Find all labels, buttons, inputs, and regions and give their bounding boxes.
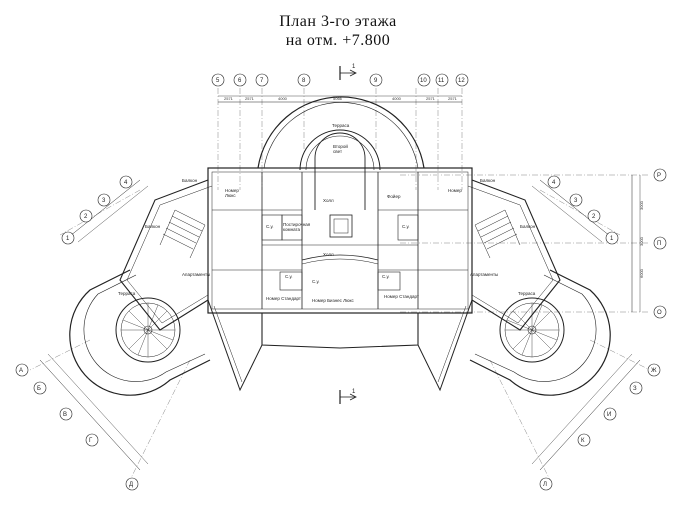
axis-marker: 1 (610, 236, 614, 242)
axis-marker: 4 (552, 180, 556, 186)
right-upper-axis-markers: 4 3 2 1 (547, 175, 619, 245)
axis-marker: 6 (238, 78, 242, 84)
axis-marker: З (633, 386, 637, 392)
axis-marker: 5 (216, 78, 220, 84)
dim-label: 6000 (639, 268, 644, 278)
axis-marker: 8 (302, 78, 306, 84)
axis-marker: 2 (84, 214, 88, 220)
bottom-right-axis-markers: Ж З И К Л (539, 363, 661, 491)
room-lux-center: Номер Бизнес Люкс (312, 298, 354, 303)
room-hall-upper: Холл (323, 198, 334, 203)
axis-marker: 7 (260, 78, 264, 84)
right-staircase (474, 209, 521, 259)
left-axis-markers: 4 3 2 1 (61, 175, 133, 245)
room-balcony-right: Балкон (480, 178, 496, 183)
bottom-left-axis-markers: А Б В Г Д (15, 363, 139, 491)
axis-marker: 11 (438, 78, 445, 84)
axis-marker: 10 (420, 78, 427, 84)
axis-marker: Д (129, 482, 133, 488)
room-standard-right: Номер Стандарт (384, 294, 419, 299)
room-wc: С.у. (382, 274, 390, 279)
axis-marker: 1 (66, 236, 70, 242)
room-wc: С.у. (312, 279, 320, 284)
dim-label: 4000 (278, 96, 288, 101)
title-block: План 3-го этажа на отм. +7.800 (0, 12, 676, 50)
axis-marker: Б (37, 386, 41, 392)
room-apartment-right: Апартаменты (470, 272, 498, 277)
axis-marker: 3 (574, 198, 578, 204)
right-spiral-stair (505, 303, 559, 357)
top-dimensions: 2571 2571 4000 5066 4000 2571 2571 (224, 96, 458, 101)
axis-marker: И (607, 412, 611, 418)
room-terrace-top: Терраса (332, 123, 350, 128)
room-hall-center: Холл (323, 252, 334, 257)
section-mark-bottom: 1 (352, 389, 356, 395)
top-axis-markers: 5 6 7 8 9 10 11 12 (211, 73, 469, 87)
axis-marker: Ж (651, 368, 657, 374)
room-balcony-left2: Балкон (145, 224, 161, 229)
room-terrace-right: Терраса (518, 291, 536, 296)
dim-label: 3000 (639, 200, 644, 210)
left-spiral-stair (121, 303, 175, 357)
axis-marker: Р (657, 173, 661, 179)
left-staircase (159, 209, 206, 259)
right-axis-markers: Р П О (653, 168, 667, 319)
dim-label: 2571 (224, 96, 234, 101)
plan-elevation: на отм. +7.800 (285, 32, 391, 49)
dim-label: 2571 (448, 96, 458, 101)
room-apartment-left: Апартаменты (182, 272, 210, 277)
room-foyer: Фойер (387, 193, 401, 199)
axis-marker: 12 (458, 78, 465, 84)
plan-title: План 3-го этажа (279, 13, 397, 30)
axis-marker: 2 (592, 214, 596, 220)
room-balcony-left: Балкон (182, 178, 198, 183)
axis-marker: 9 (374, 78, 378, 84)
axis-marker: В (63, 412, 67, 418)
room-balcony-right2: Балкон (520, 224, 536, 229)
room-wc: С.у. (402, 224, 410, 229)
room-wc: С.у. (266, 224, 274, 229)
room-terrace-left: Терраса (118, 291, 136, 296)
room-standard-left: Номер Стандарт (266, 296, 301, 301)
room-right-top: Номер (448, 188, 462, 193)
dim-label: 5066 (333, 96, 343, 101)
dim-label: 3000 (639, 236, 644, 246)
axis-marker: Г (89, 438, 93, 444)
axis-marker: П (657, 241, 661, 247)
axis-marker: 3 (102, 198, 106, 204)
axis-marker: О (657, 310, 662, 316)
dim-label: 2571 (245, 96, 255, 101)
axis-marker: А (19, 368, 23, 374)
section-mark-top: 1 (352, 64, 356, 70)
dim-label: 2571 (426, 96, 436, 101)
dim-label: 4000 (392, 96, 402, 101)
room-wc: С.у. (285, 274, 293, 279)
axis-marker: 4 (124, 180, 128, 186)
axis-marker: К (581, 438, 585, 444)
axis-marker: Л (543, 482, 547, 488)
right-dimensions: 3000 3000 6000 (639, 200, 644, 278)
